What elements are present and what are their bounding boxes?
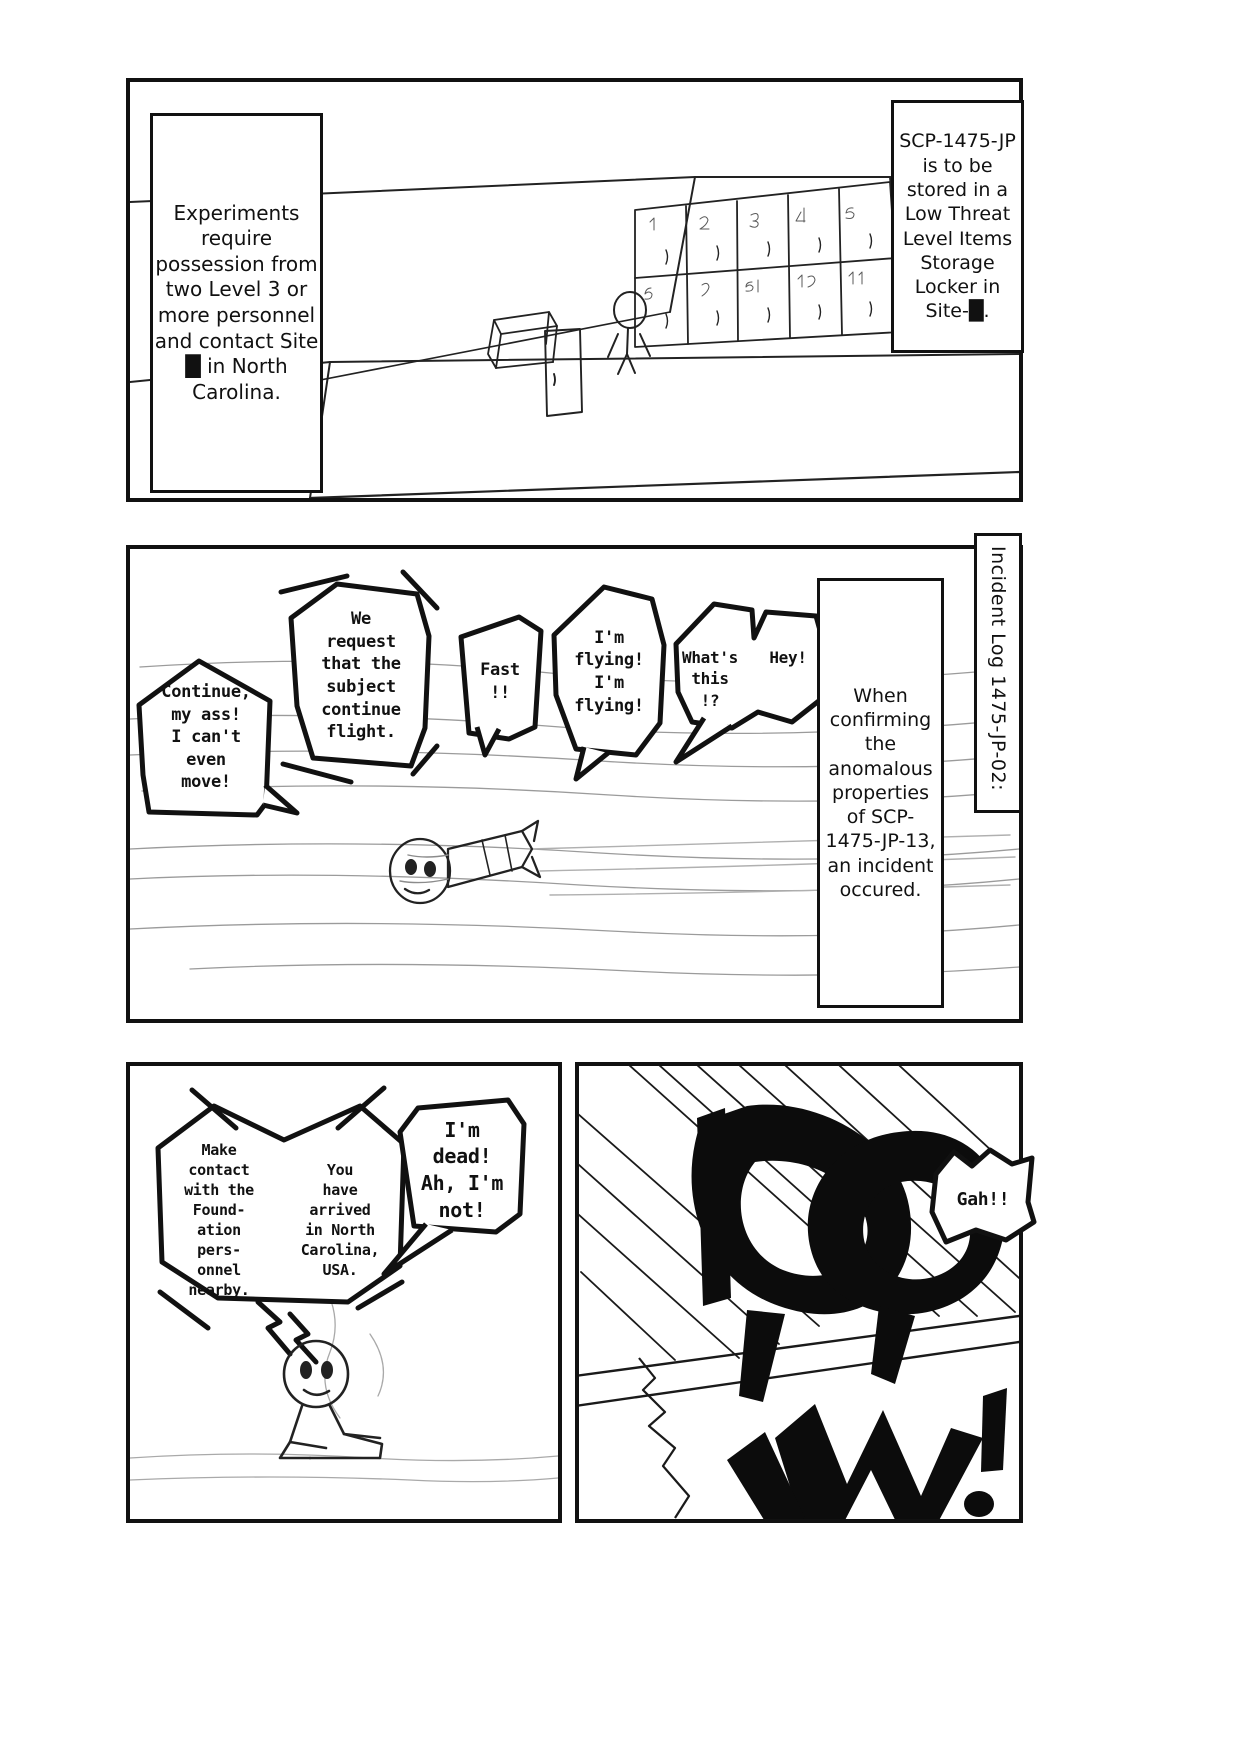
panel-1-left-caption-text: Experiments require possession from two …: [154, 200, 319, 404]
balloon-whats-this-hey: What's this !? Hey!: [670, 592, 830, 765]
balloon-we-request-text: We request that the subject continue fli…: [321, 609, 401, 743]
panel-4-artwork: [579, 1066, 1019, 1519]
balloon-im-dead-text: I'm dead! Ah, I'm not!: [420, 1117, 504, 1222]
panel-1-right-caption-text: SCP-1475-JP is to be stored in a Low Thr…: [899, 130, 1016, 323]
balloon-continue-my-ass: Continue, my ass! I can't even move!: [136, 655, 300, 820]
panel-4: [575, 1062, 1023, 1523]
balloon-im-flying: I'm flying! I'm flying!: [550, 583, 668, 782]
balloon-im-flying-text: I'm flying! I'm flying!: [574, 627, 644, 716]
balloon-we-request: We request that the subject continue fli…: [278, 569, 440, 785]
panel-1-left-caption: Experiments require possession from two …: [150, 113, 323, 493]
balloon-whats-this-text: What's this !?: [682, 648, 738, 710]
panel-1-right-caption: SCP-1475-JP is to be stored in a Low Thr…: [891, 100, 1024, 353]
balloon-gah-text: Gah!!: [956, 1189, 1010, 1211]
balloon-gah: Gah!!: [928, 1147, 1038, 1252]
incident-log-caption-text: Incident Log 1475-JP-02:: [987, 546, 1009, 791]
balloon-continue-my-ass-text: Continue, my ass! I can't even move!: [161, 681, 251, 793]
panel-2-narration-text: When confirming the anomalous properties…: [825, 684, 936, 902]
panel-2-narration-caption: When confirming the anomalous properties…: [817, 578, 944, 1008]
balloon-im-dead: I'm dead! Ah, I'm not!: [381, 1097, 528, 1277]
balloon-fast: Fast !!: [455, 614, 545, 758]
incident-log-caption: Incident Log 1475-JP-02:: [974, 533, 1022, 813]
balloon-fast-text: Fast !!: [480, 659, 520, 703]
panel-3-artwork: [130, 1066, 558, 1519]
balloon-radio-transmission: Make contact with the Found- ation pers-…: [152, 1085, 412, 1331]
balloon-make-contact-text: Make contact with the Found- ation pers-…: [184, 1141, 254, 1299]
balloon-hey-text: Hey!: [769, 648, 807, 668]
balloon-you-have-arrived-text: You have arrived in North Carolina, USA.: [300, 1161, 380, 1279]
